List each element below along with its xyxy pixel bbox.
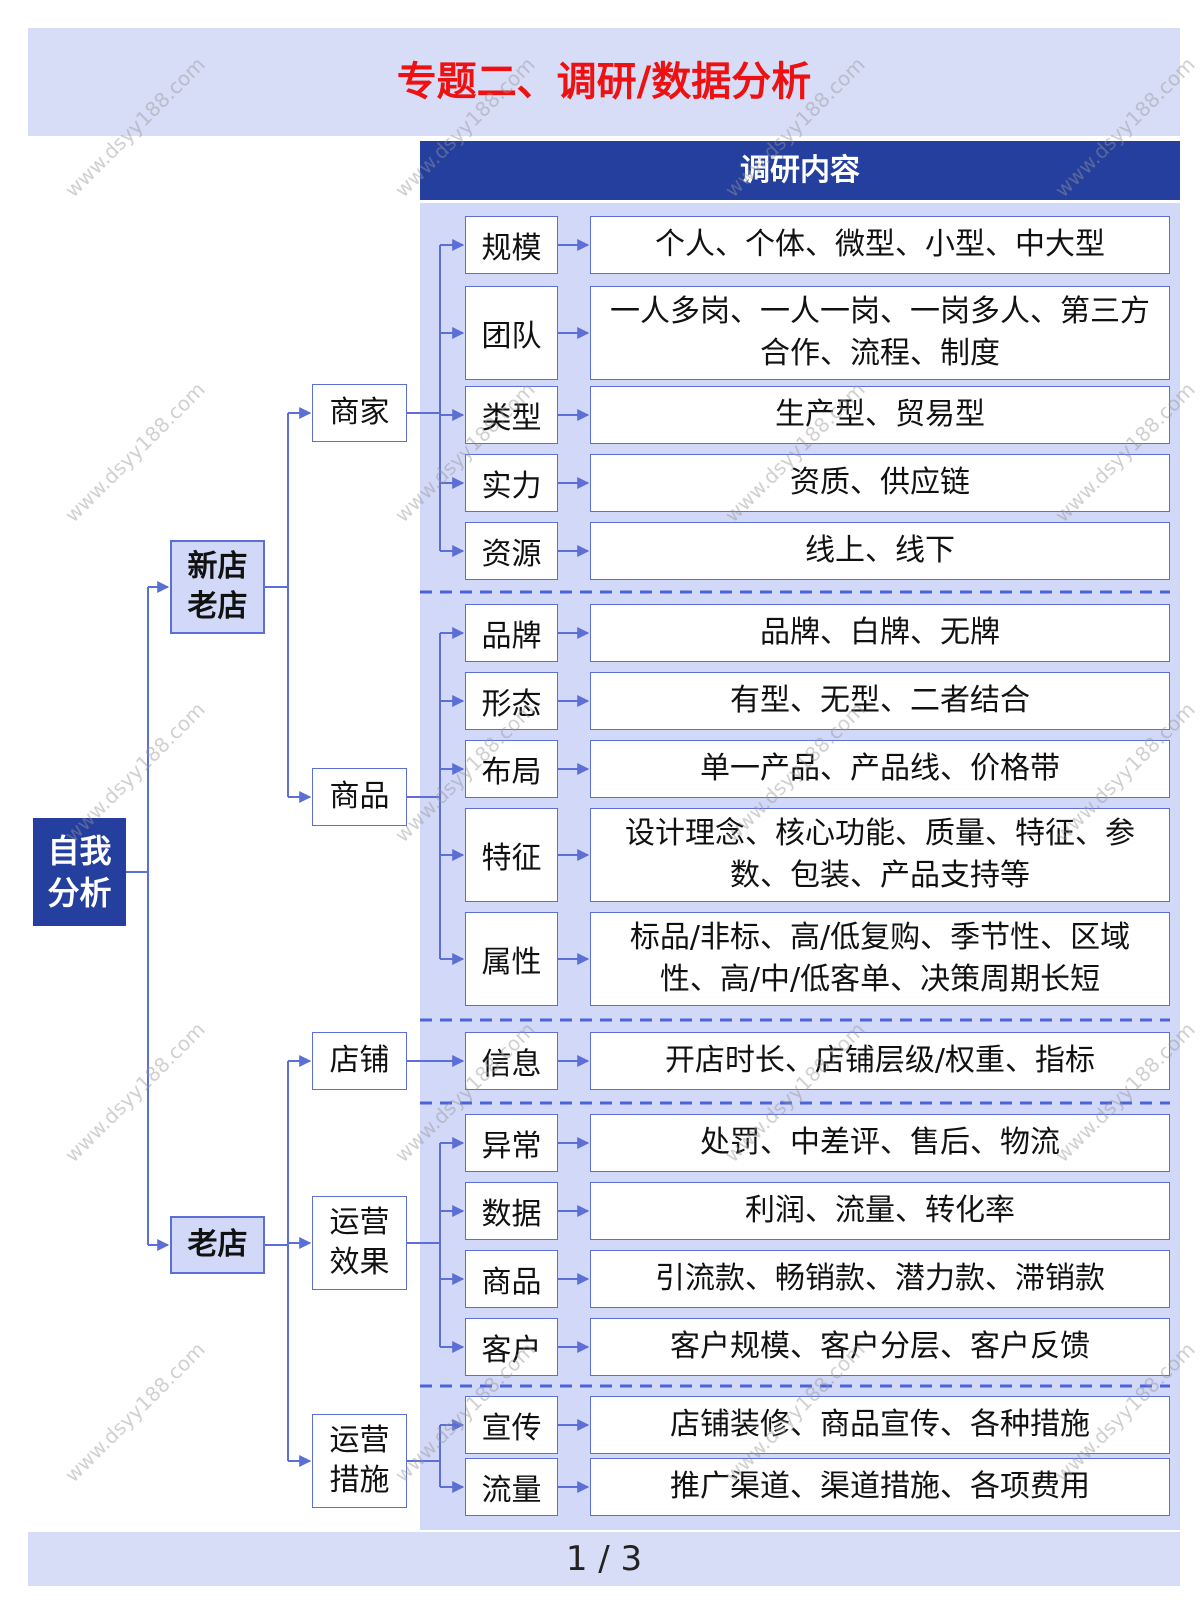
leaf-content-product-1: 有型、无型、二者结合 — [590, 672, 1170, 730]
node-merchant: 商家 — [312, 384, 407, 442]
leaf-content-product-0: 品牌、白牌、无牌 — [590, 604, 1170, 662]
node-product: 商品 — [312, 768, 407, 826]
leaf-content-ops_effect-0: 处罚、中差评、售后、物流 — [590, 1114, 1170, 1172]
leaf-content-product-3: 设计理念、核心功能、质量、特征、参数、包装、产品支持等 — [590, 808, 1170, 902]
leaf-label-merchant-2: 类型 — [465, 386, 558, 444]
leaf-content-ops_measures-0: 店铺装修、商品宣传、各种措施 — [590, 1396, 1170, 1454]
leaf-label-merchant-1: 团队 — [465, 286, 558, 380]
leaf-content-merchant-2: 生产型、贸易型 — [590, 386, 1170, 444]
node-ops-measures: 运营 措施 — [312, 1414, 407, 1508]
leaf-label-merchant-4: 资源 — [465, 522, 558, 580]
leaf-content-product-4: 标品/非标、高/低复购、季节性、区域性、高/中/低客单、决策周期长短 — [590, 912, 1170, 1006]
leaf-content-merchant-3: 资质、供应链 — [590, 454, 1170, 512]
leaf-label-merchant-0: 规模 — [465, 216, 558, 274]
leaf-label-ops_effect-2: 商品 — [465, 1250, 558, 1308]
page-indicator: 1 / 3 — [565, 1539, 643, 1579]
leaf-label-ops_effect-1: 数据 — [465, 1182, 558, 1240]
leaf-label-ops_effect-3: 客户 — [465, 1318, 558, 1376]
leaf-content-shop-0: 开店时长、店铺层级/权重、指标 — [590, 1032, 1170, 1090]
node-new-store: 新店 老店 — [170, 540, 265, 634]
leaf-content-ops_effect-3: 客户规模、客户分层、客户反馈 — [590, 1318, 1170, 1376]
leaf-label-product-1: 形态 — [465, 672, 558, 730]
leaf-content-ops_effect-1: 利润、流量、转化率 — [590, 1182, 1170, 1240]
leaf-label-shop-0: 信息 — [465, 1032, 558, 1090]
leaf-label-merchant-3: 实力 — [465, 454, 558, 512]
research-column-header: 调研内容 — [420, 141, 1180, 200]
leaf-content-ops_measures-1: 推广渠道、渠道措施、各项费用 — [590, 1458, 1170, 1516]
leaf-label-product-2: 布局 — [465, 740, 558, 798]
leaf-content-merchant-4: 线上、线下 — [590, 522, 1170, 580]
leaf-label-ops_effect-0: 异常 — [465, 1114, 558, 1172]
leaf-content-merchant-1: 一人多岗、一人一岗、一岗多人、第三方合作、流程、制度 — [590, 286, 1170, 380]
leaf-label-ops_measures-1: 流量 — [465, 1458, 558, 1516]
leaf-content-ops_effect-2: 引流款、畅销款、潜力款、滞销款 — [590, 1250, 1170, 1308]
page-title: 专题二、调研/数据分析 — [396, 59, 812, 105]
leaf-label-product-4: 属性 — [465, 912, 558, 1006]
node-old-store: 老店 — [170, 1216, 265, 1274]
leaf-content-merchant-0: 个人、个体、微型、小型、中大型 — [590, 216, 1170, 274]
node-shop: 店铺 — [312, 1032, 407, 1090]
node-ops-effect: 运营 效果 — [312, 1196, 407, 1290]
leaf-content-product-2: 单一产品、产品线、价格带 — [590, 740, 1170, 798]
leaf-label-product-0: 品牌 — [465, 604, 558, 662]
header-band — [28, 28, 1180, 136]
leaf-label-product-3: 特征 — [465, 808, 558, 902]
root-node-self-analysis: 自我 分析 — [33, 818, 126, 926]
leaf-label-ops_measures-0: 宣传 — [465, 1396, 558, 1454]
footer-band — [28, 1532, 1180, 1586]
